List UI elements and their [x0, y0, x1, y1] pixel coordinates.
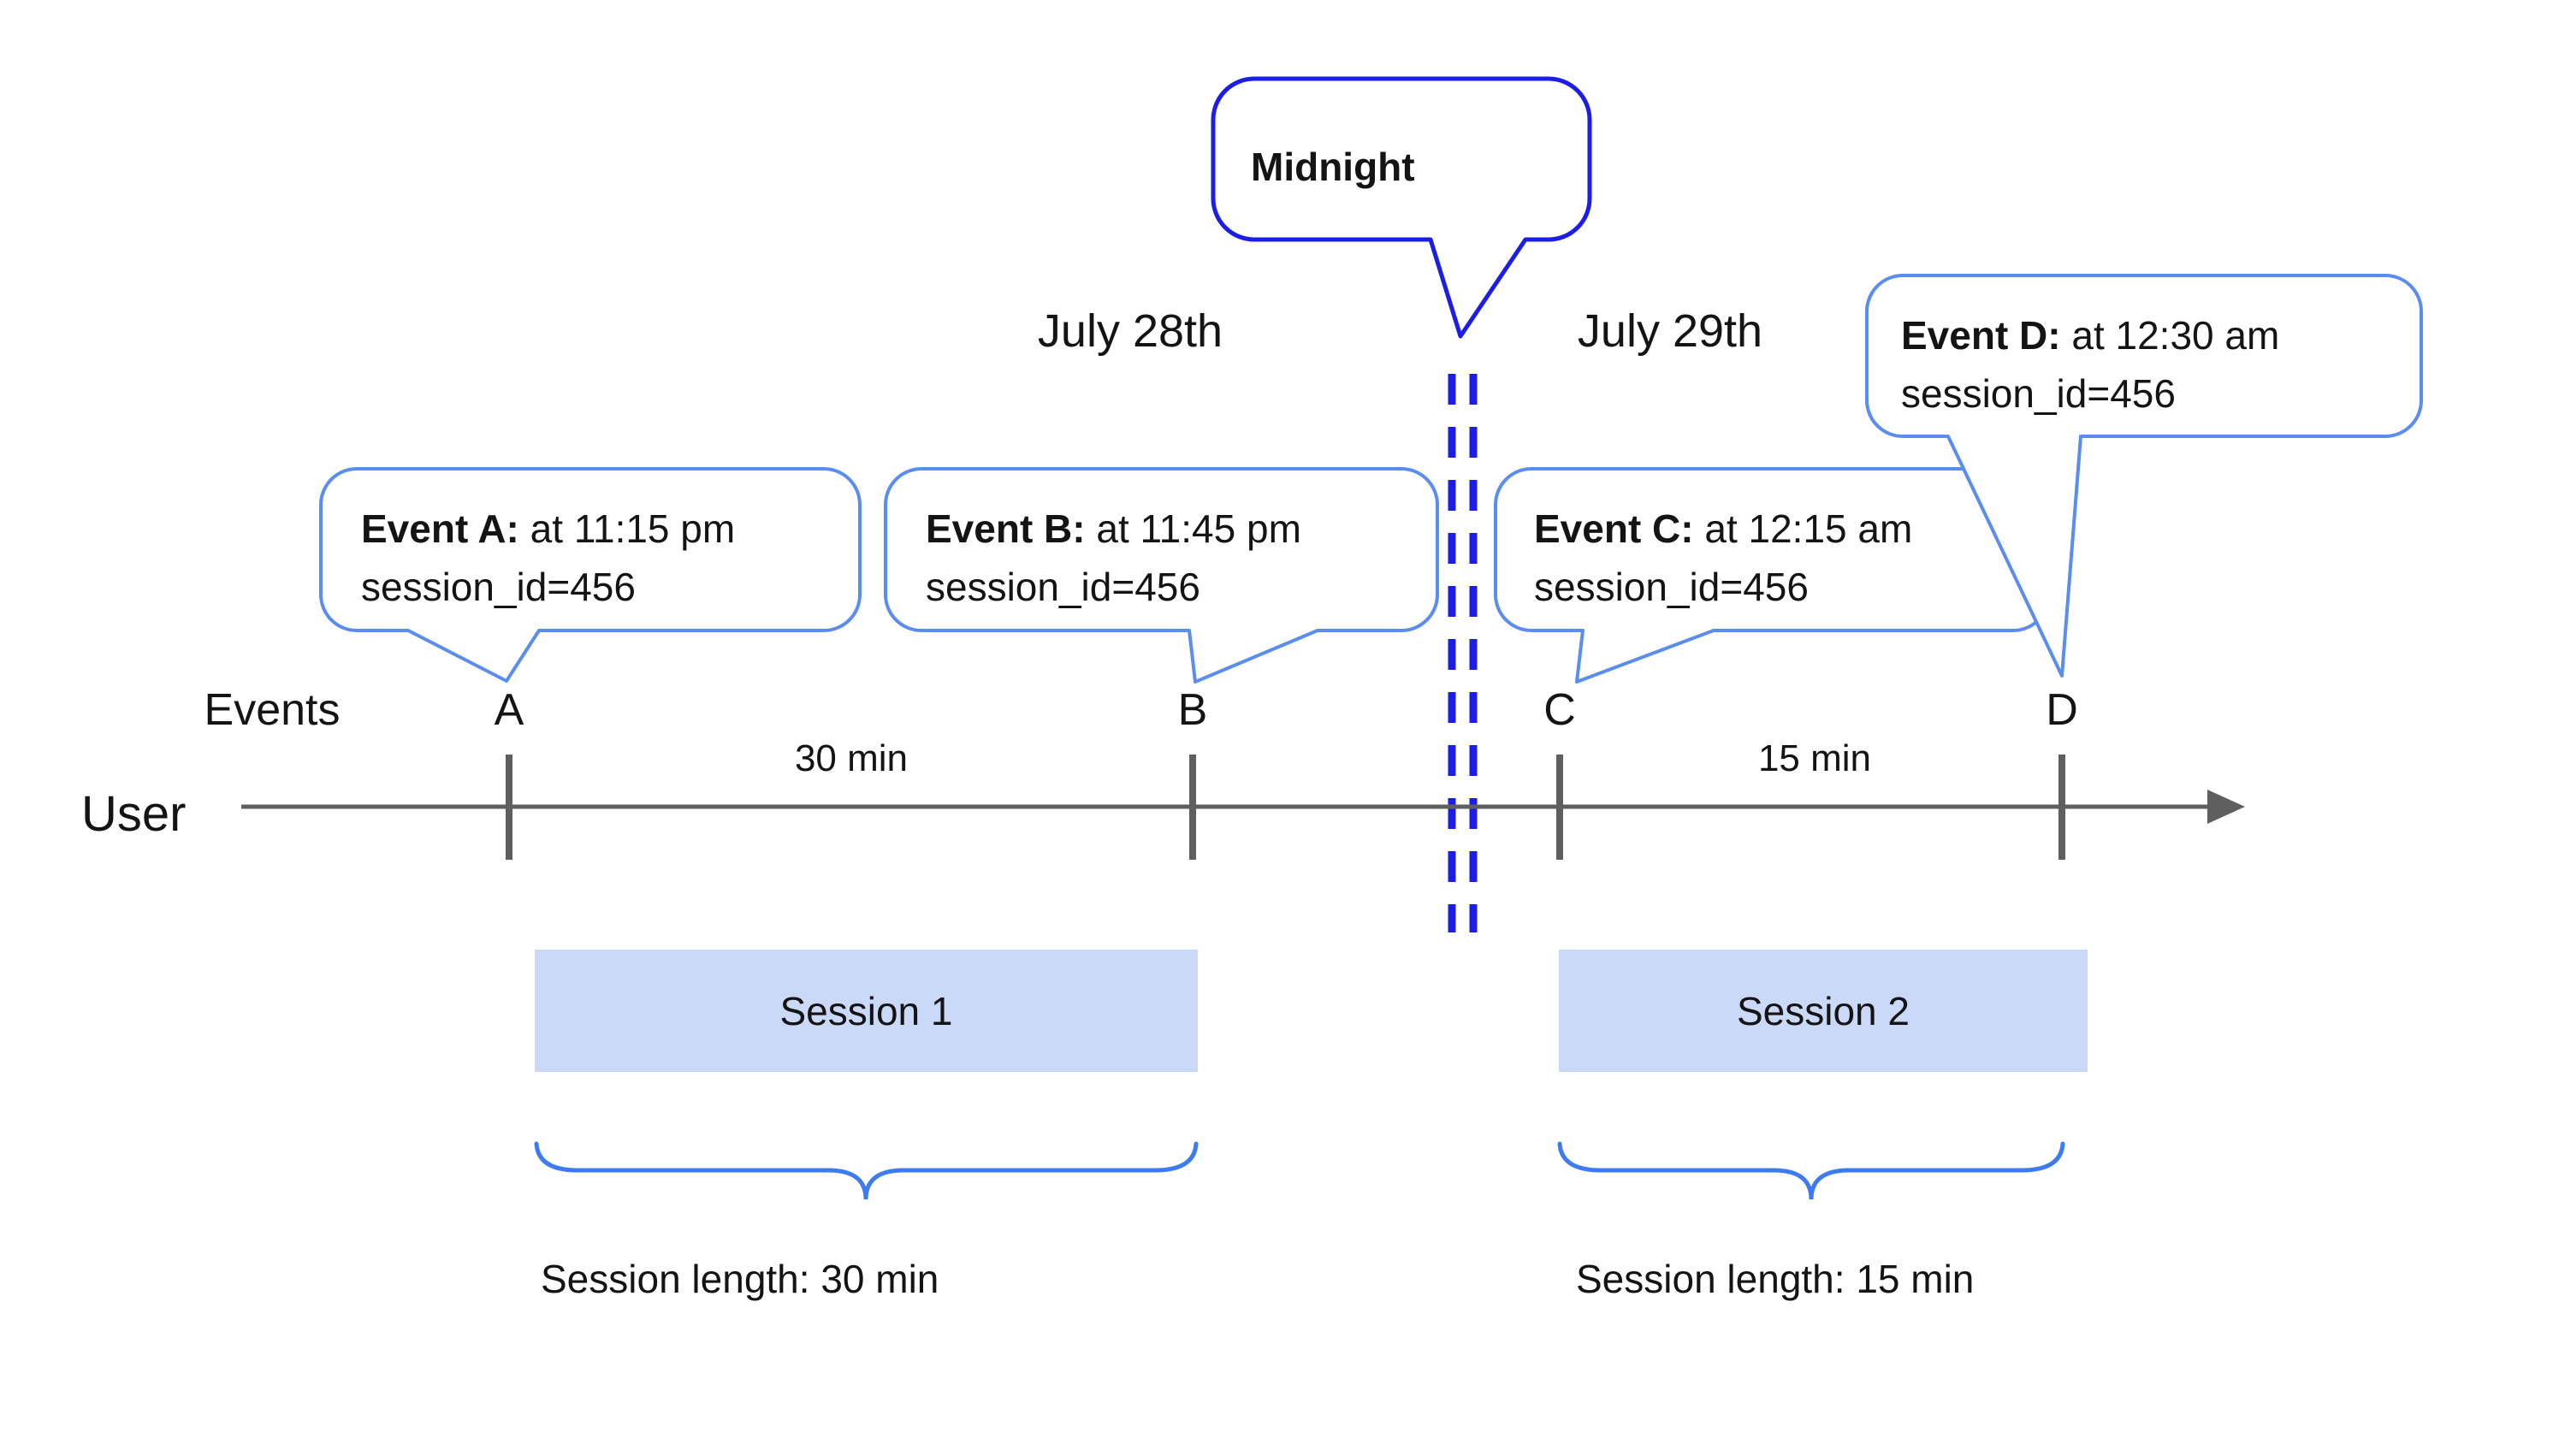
user-axis-label: User — [81, 786, 187, 842]
bubble-event-d-line1: Event D: at 12:30 am — [1901, 313, 2280, 358]
bubble-event-a-line1: Event A: at 11:15 pm — [361, 506, 736, 551]
bubble-event-c-line2: session_id=456 — [1534, 565, 1809, 609]
timeline-arrow-icon — [2207, 790, 2245, 824]
midnight-label: Midnight — [1251, 145, 1415, 189]
tick-label-a: A — [494, 685, 524, 735]
bubble-event-a-text: Event A: at 11:15 pm session_id=456 — [361, 500, 735, 616]
session-2-label: Session 2 — [1736, 988, 1910, 1033]
bubble-event-b-line2: session_id=456 — [926, 565, 1200, 609]
bubble-event-a-line2: session_id=456 — [361, 565, 636, 609]
bubble-event-d-shape — [1865, 274, 2423, 678]
session-2-brace — [1557, 1141, 2065, 1200]
session-1-box: Session 1 — [535, 950, 1198, 1072]
bubble-event-c-line1: Event C: at 12:15 am — [1534, 506, 1913, 551]
midnight-callout-shape — [1211, 76, 1592, 339]
interval-label-15min: 15 min — [1757, 737, 1872, 779]
bubble-event-a-shape — [319, 467, 862, 683]
bubble-event-b-shape — [884, 467, 1439, 684]
session-2-length-label: Session length: 15 min — [1576, 1257, 1975, 1301]
interval-label-30min: 30 min — [794, 737, 909, 779]
bubble-event-b-text: Event B: at 11:45 pm session_id=456 — [926, 500, 1301, 616]
tick-label-d: D — [2046, 685, 2078, 735]
day-label-july-28: July 28th — [1037, 305, 1223, 357]
bubble-event-b-line1: Event B: at 11:45 pm — [926, 506, 1301, 551]
session-1-label: Session 1 — [779, 988, 953, 1033]
bubble-event-d-text: Event D: at 12:30 am session_id=456 — [1901, 306, 2279, 423]
events-axis-label: Events — [204, 685, 341, 735]
bubble-event-d-line2: session_id=456 — [1901, 371, 2176, 416]
session-1-brace — [534, 1141, 1199, 1200]
day-label-july-29: July 29th — [1577, 305, 1763, 357]
bubble-event-c-text: Event C: at 12:15 am session_id=456 — [1534, 500, 1912, 616]
tick-label-b: B — [1177, 685, 1208, 735]
tick-label-c: C — [1543, 685, 1576, 735]
session-2-box: Session 2 — [1559, 950, 2088, 1072]
session-1-length-label: Session length: 30 min — [541, 1257, 939, 1301]
